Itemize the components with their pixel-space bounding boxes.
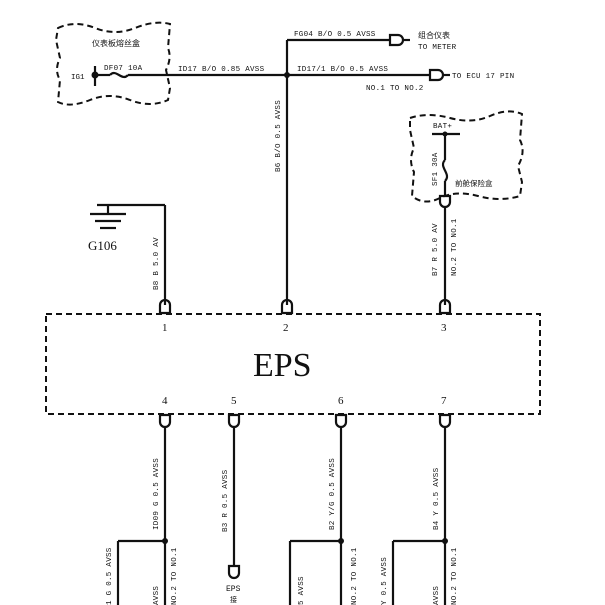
wire-b7-no-label: NO.2 TO NO.1 xyxy=(451,218,459,276)
bottom-left-label: 1 G 0.5 AVSS xyxy=(106,547,114,605)
bottom-mid-label: 5 AVSS xyxy=(298,576,306,605)
bottom-avss1-label: AVSS xyxy=(153,586,161,605)
eps-bottom-connector-label: EPS xyxy=(226,585,241,594)
wire-pin4-label: ID09 G 0.5 AVSS xyxy=(153,458,161,530)
eps-pin-3: 3 xyxy=(441,322,447,334)
bottom-avss2-label: AVSS xyxy=(433,586,441,605)
ecu-wire-label: ID17/1 B/O 0.5 AVSS xyxy=(297,66,388,74)
bottom-y-label: Y 0.5 AVSS xyxy=(381,557,389,605)
ground-label: G106 xyxy=(88,238,117,253)
pin6-connector xyxy=(334,413,348,429)
bottom-no2-label: NO.2 TO NO.1 xyxy=(351,547,359,605)
ecu-label: TO ECU 17 PIN xyxy=(452,73,514,81)
battery-box-connector xyxy=(438,194,452,209)
eps-pin-4: 4 xyxy=(162,395,168,407)
eps-pin-5: 5 xyxy=(231,395,237,407)
meter-wire-label: FG04 B/O 0.5 AVSS xyxy=(294,31,376,39)
wire-pin5-label: B3 R 0.5 AVSS xyxy=(222,469,230,532)
pin2-connector xyxy=(280,298,294,315)
fuse-sf1-symbol xyxy=(441,159,449,182)
fuse-box-outline xyxy=(54,21,172,106)
eps-pin-2: 2 xyxy=(283,322,289,334)
pin7-connector xyxy=(438,413,452,429)
meter-en-label: TO METER xyxy=(418,44,457,52)
bottom-no1-label: NO.2 TO NO.1 xyxy=(171,547,179,605)
eps-bottom-connector-sub: 接 xyxy=(230,595,237,605)
fuse-df07-symbol xyxy=(109,71,129,79)
bat-label: BAT+ xyxy=(433,123,452,131)
eps-pin-6: 6 xyxy=(338,395,344,407)
wire-b6-label: B6 B/O 0.5 AVSS xyxy=(275,100,283,172)
bottom-no3-label: NO.2 TO NO.1 xyxy=(451,547,459,605)
pin3-connector xyxy=(438,298,452,315)
wire-b8-label: B8 B 5.0 AV xyxy=(153,237,161,290)
eps-bottom-connector xyxy=(227,564,241,580)
pin1-connector xyxy=(158,298,172,315)
eps-module-box xyxy=(45,313,541,415)
no-note-label: NO.1 TO NO.2 xyxy=(366,85,424,93)
pin4-connector xyxy=(158,413,172,429)
wire-pin6-label: B2 Y/G 0.5 AVSS xyxy=(329,458,337,530)
main-wire-label: ID17 B/O 0.85 AVSS xyxy=(178,66,265,74)
fuse-sf1-label: SF1 30A xyxy=(432,152,440,186)
pin5-connector xyxy=(227,413,241,429)
battery-box-title: 前舱保险盒 xyxy=(455,178,493,189)
ig1-label: IG1 xyxy=(71,74,85,82)
eps-module-label: EPS xyxy=(253,347,312,384)
eps-pin-7: 7 xyxy=(441,395,447,407)
wire-b7-label: B7 R 5.0 AV xyxy=(432,223,440,276)
ecu-connector xyxy=(428,68,445,82)
fuse-df07-label: DF07 10A xyxy=(104,65,143,73)
wire-pin7-label: B4 Y 0.5 AVSS xyxy=(433,467,441,530)
eps-pin-1: 1 xyxy=(162,322,168,334)
meter-connector xyxy=(388,33,405,47)
fuse-box-title: 仪表板熔丝盒 xyxy=(92,38,140,49)
meter-cn-label: 组合仪表 xyxy=(418,30,450,41)
